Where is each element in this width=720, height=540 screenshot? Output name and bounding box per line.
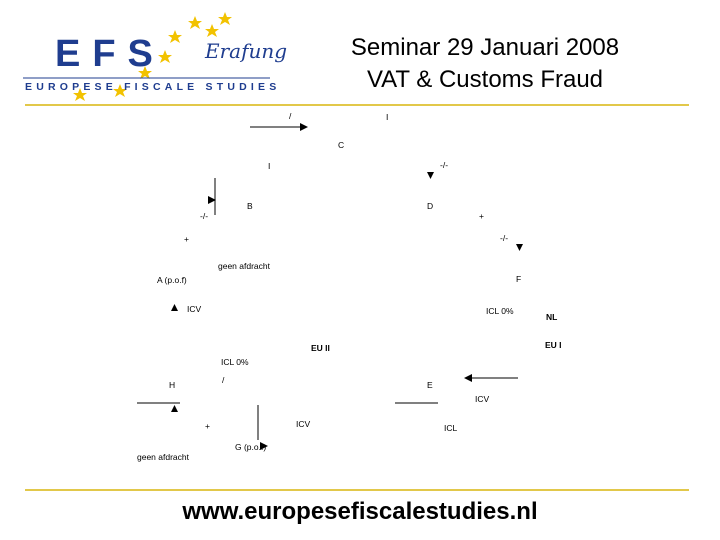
- label-slash-top: /: [289, 111, 292, 121]
- node-b: B: [247, 201, 253, 211]
- node-e: E: [427, 380, 433, 390]
- label-nl: NL: [546, 312, 558, 322]
- footer-url[interactable]: www.europesefiscalestudies.nl: [182, 498, 538, 525]
- arrow-up-icon: [171, 304, 178, 311]
- logo-letters: EFS: [55, 33, 165, 75]
- arrow-right-icon: [300, 123, 308, 131]
- label-tick-bc: I: [268, 161, 271, 171]
- label-icv-e: ICV: [475, 394, 490, 404]
- node-f: F: [516, 274, 522, 284]
- node-c: C: [338, 140, 345, 150]
- label-minus-slash-f: -/-: [500, 233, 509, 243]
- label-plus-g: +: [205, 421, 210, 431]
- title-line-1: Seminar 29 Januari 2008: [350, 34, 620, 61]
- node-a: A (p.o.f): [157, 275, 187, 285]
- label-minus-slash-b: -/-: [200, 211, 209, 221]
- label-slash-h: /: [222, 375, 225, 385]
- label-minus-slash-cd: -/-: [440, 160, 449, 170]
- label-eu-ii: EU II: [311, 343, 330, 353]
- label-icl-e: ICL: [444, 423, 458, 433]
- label-icv-g: ICV: [296, 419, 311, 429]
- star-icon: [158, 50, 172, 63]
- star-icon: [218, 12, 232, 25]
- node-g: G (p.o.f): [235, 442, 267, 452]
- label-geen-afdracht-h: geen afdracht: [137, 452, 189, 462]
- logo-signature: Erafung: [204, 39, 287, 63]
- label-plus-d: +: [479, 211, 484, 221]
- label-eu-i: EU I: [545, 340, 562, 350]
- label-icv-a: ICV: [187, 304, 202, 314]
- label-geen-afdracht-a: geen afdracht: [218, 261, 270, 271]
- star-icon: [113, 84, 127, 97]
- node-h: H: [169, 380, 176, 390]
- title-line-2: VAT & Customs Fraud: [366, 66, 604, 93]
- star-icon: [168, 30, 182, 43]
- node-d: D: [427, 201, 434, 211]
- arrow-right-icon: [260, 442, 268, 450]
- efs-logo: EFS Erafung EUROPESE FISCALE STUDIES: [23, 12, 287, 101]
- footer-divider: [25, 489, 689, 491]
- arrow-left-icon: [464, 374, 472, 382]
- label-plus-a: +: [184, 234, 189, 244]
- arrow-down-icon: [427, 172, 434, 179]
- label-icl-h: ICL 0%: [221, 357, 249, 367]
- star-arc-icon: [73, 12, 232, 101]
- label-tick-top: I: [386, 112, 389, 122]
- logo-subtitle: EUROPESE FISCALE STUDIES: [25, 81, 280, 93]
- star-icon: [205, 24, 219, 37]
- star-icon: [138, 66, 152, 79]
- label-icl-f: ICL 0%: [486, 306, 514, 316]
- arrow-right-icon: [208, 196, 216, 204]
- star-icon: [188, 16, 202, 29]
- arrow-down-icon: [516, 244, 523, 251]
- header-divider: [25, 104, 689, 106]
- arrow-up-icon: [171, 405, 178, 412]
- star-icon: [73, 88, 87, 101]
